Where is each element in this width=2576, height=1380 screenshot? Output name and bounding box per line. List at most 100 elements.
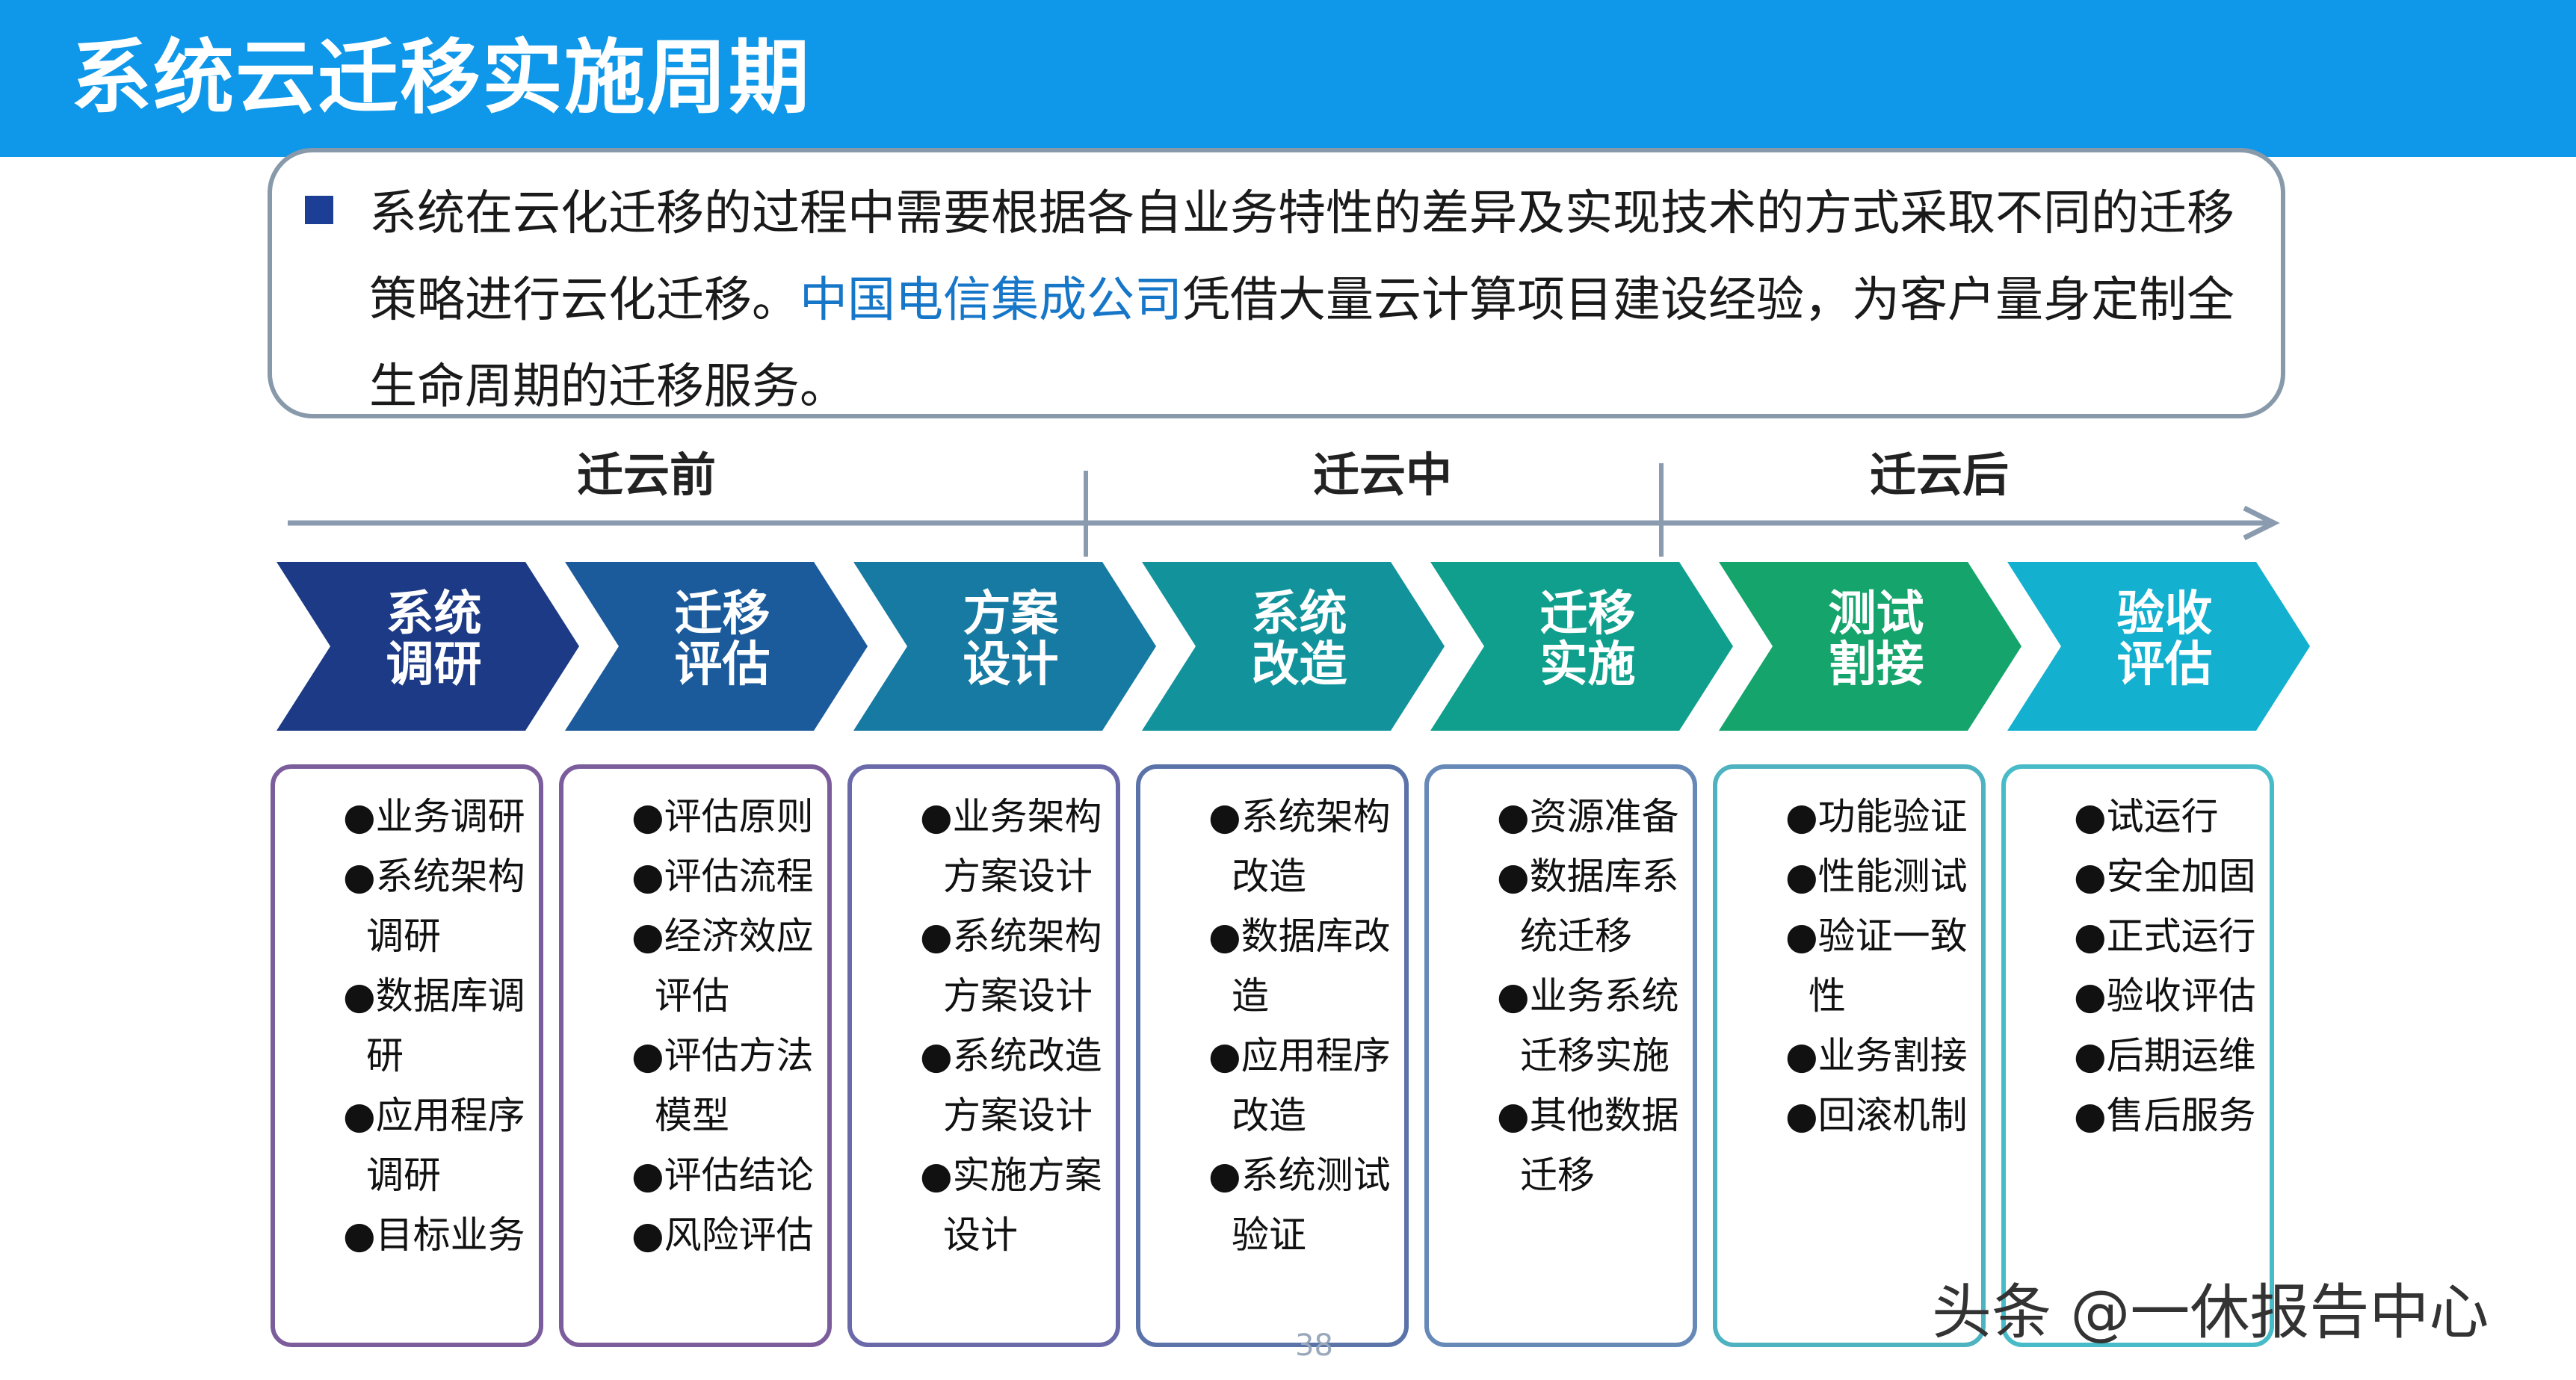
list-item: ●其他数据迁移: [1497, 1086, 1702, 1205]
timeline-arrowhead-icon: [2243, 505, 2280, 541]
bullet-dot-icon: ●: [2074, 1034, 2107, 1077]
list-item-text: 评估结论: [664, 1154, 814, 1197]
step-label-1-line1: 系统: [386, 587, 482, 642]
list-item-text: 性能测试: [1817, 855, 1968, 898]
list-item: ●业务系统迁移实施: [1497, 966, 1702, 1086]
page-title: 系统云迁移实施周期: [71, 31, 812, 125]
list-item-text: 系统架构调研: [366, 855, 525, 958]
list-item-text: 回滚机制: [1817, 1094, 1968, 1137]
list-item: ●功能验证: [1785, 787, 1991, 847]
bullet-dot-icon: ●: [1785, 1034, 1818, 1077]
list-item: ●实施方案设计: [920, 1145, 1125, 1265]
step-detail-box-3: ●业务架构方案设计●系统架构方案设计●系统改造方案设计●实施方案设计: [847, 764, 1120, 1347]
list-item-text: 系统架构方案设计: [943, 915, 1102, 1018]
bullet-dot-icon: ●: [1208, 915, 1241, 958]
step-label-7-line2: 评估: [2117, 637, 2213, 693]
bullet-dot-icon: ●: [1208, 1034, 1241, 1077]
list-item-text: 业务架构方案设计: [943, 795, 1102, 898]
step-detail-list: ●业务调研●系统架构调研●数据库调研●应用程序调研●目标业务: [343, 787, 549, 1265]
list-item: ●回滚机制: [1785, 1086, 1991, 1145]
list-item: ●后期运维: [2074, 1026, 2279, 1086]
bullet-dot-icon: ●: [343, 1094, 376, 1137]
list-item-text: 安全加固: [2106, 855, 2256, 898]
list-item: ●试运行: [2074, 787, 2279, 847]
list-item-text: 经济效应评估: [655, 915, 814, 1018]
step-detail-list: ●业务架构方案设计●系统架构方案设计●系统改造方案设计●实施方案设计: [920, 787, 1125, 1265]
step-label-6-line1: 测试: [1829, 587, 1924, 642]
intro-text-highlight: 中国电信集成公司: [800, 273, 1182, 328]
bullet-dot-icon: ●: [1208, 1154, 1241, 1197]
list-item: ●数据库调研: [343, 966, 549, 1086]
step-label-3-line2: 设计: [963, 637, 1059, 693]
bullet-dot-icon: ●: [920, 1034, 953, 1077]
list-item: ●评估流程: [631, 847, 837, 906]
list-item-text: 数据库改造: [1232, 915, 1391, 1018]
phase-label-after: 迁云后: [1869, 448, 2009, 502]
bullet-dot-icon: ●: [920, 1154, 953, 1197]
step-detail-box-4: ●系统架构改造●数据库改造●应用程序改造●系统测试验证: [1136, 764, 1409, 1347]
bullet-dot-icon: ●: [343, 974, 376, 1018]
step-chevron-2: [565, 562, 868, 731]
bullet-dot-icon: ●: [1497, 974, 1530, 1018]
list-item-text: 功能验证: [1817, 795, 1968, 838]
step-detail-list: ●资源准备●数据库系统迁移●业务系统迁移实施●其他数据迁移: [1497, 787, 1702, 1205]
step-label-2-line2: 评估: [675, 637, 770, 693]
bullet-dot-icon: ●: [920, 915, 953, 958]
list-item: ●性能测试: [1785, 847, 1991, 906]
list-item-text: 应用程序改造: [1232, 1034, 1391, 1137]
step-detail-box-6: ●功能验证●性能测试●验证一致性●业务割接●回滚机制: [1713, 764, 1986, 1347]
step-label-4-line1: 系统: [1252, 587, 1347, 642]
list-item-text: 业务调研: [375, 795, 525, 838]
bullet-dot-icon: ●: [2074, 974, 2107, 1018]
phase-label-before: 迁云前: [576, 448, 716, 502]
step-chevron-7: [2007, 562, 2310, 731]
bullet-dot-icon: ●: [920, 795, 953, 838]
step-detail-list: ●评估原则●评估流程●经济效应评估●评估方法模型●评估结论●风险评估: [631, 787, 837, 1265]
list-item-text: 风险评估: [664, 1213, 814, 1257]
bullet-dot-icon: ●: [631, 795, 664, 838]
step-detail-list: ●试运行●安全加固●正式运行●验收评估●后期运维●售后服务: [2074, 787, 2279, 1145]
list-item: ●安全加固: [2074, 847, 2279, 906]
bullet-dot-icon: ●: [2074, 855, 2107, 898]
list-item: ●数据库系统迁移: [1497, 847, 1702, 966]
step-chevron-3: [853, 562, 1156, 731]
bullet-dot-icon: ●: [631, 1034, 664, 1077]
list-item: ●评估结论: [631, 1145, 837, 1205]
list-item: ●系统架构改造: [1208, 787, 1414, 906]
bullet-dot-icon: ●: [631, 1213, 664, 1257]
list-item-text: 后期运维: [2106, 1034, 2256, 1077]
list-item-text: 应用程序调研: [366, 1094, 525, 1197]
step-detail-box-5: ●资源准备●数据库系统迁移●业务系统迁移实施●其他数据迁移: [1424, 764, 1697, 1347]
bullet-dot-icon: ●: [1497, 1094, 1530, 1137]
bullet-dot-icon: ●: [1785, 915, 1818, 958]
intro-box: [268, 148, 2285, 418]
list-item: ●业务架构方案设计: [920, 787, 1125, 906]
step-label-3-line1: 方案: [963, 587, 1060, 642]
list-item-text: 售后服务: [2106, 1094, 2256, 1137]
step-label-5-line2: 实施: [1540, 637, 1636, 693]
bullet-dot-icon: ●: [1497, 855, 1530, 898]
list-item: ●经济效应评估: [631, 906, 837, 1026]
list-item-text: 系统测试验证: [1232, 1154, 1391, 1257]
list-item-text: 评估方法模型: [655, 1034, 814, 1137]
list-item: ●业务调研: [343, 787, 549, 847]
list-item: ●应用程序改造: [1208, 1026, 1414, 1145]
list-item: ●正式运行: [2074, 906, 2279, 966]
list-item-text: 系统架构改造: [1232, 795, 1391, 898]
step-label-1-line2: 调研: [386, 637, 482, 693]
list-item-text: 业务系统迁移实施: [1520, 974, 1679, 1077]
list-item-text: 实施方案设计: [943, 1154, 1102, 1257]
list-item: ●评估方法模型: [631, 1026, 837, 1145]
bullet-dot-icon: ●: [2074, 1094, 2107, 1137]
bullet-dot-icon: ●: [631, 1154, 664, 1197]
list-item: ●系统架构调研: [343, 847, 549, 966]
intro-bullet-square-icon: [305, 196, 333, 224]
list-item-text: 资源准备: [1529, 795, 1679, 838]
list-item-text: 验证一致性: [1809, 915, 1968, 1018]
bullet-dot-icon: ●: [631, 855, 664, 898]
step-label-5-line1: 迁移: [1540, 587, 1636, 642]
step-detail-list: ●功能验证●性能测试●验证一致性●业务割接●回滚机制: [1785, 787, 1991, 1145]
list-item: ●业务割接: [1785, 1026, 1991, 1086]
bullet-dot-icon: ●: [1208, 795, 1241, 838]
